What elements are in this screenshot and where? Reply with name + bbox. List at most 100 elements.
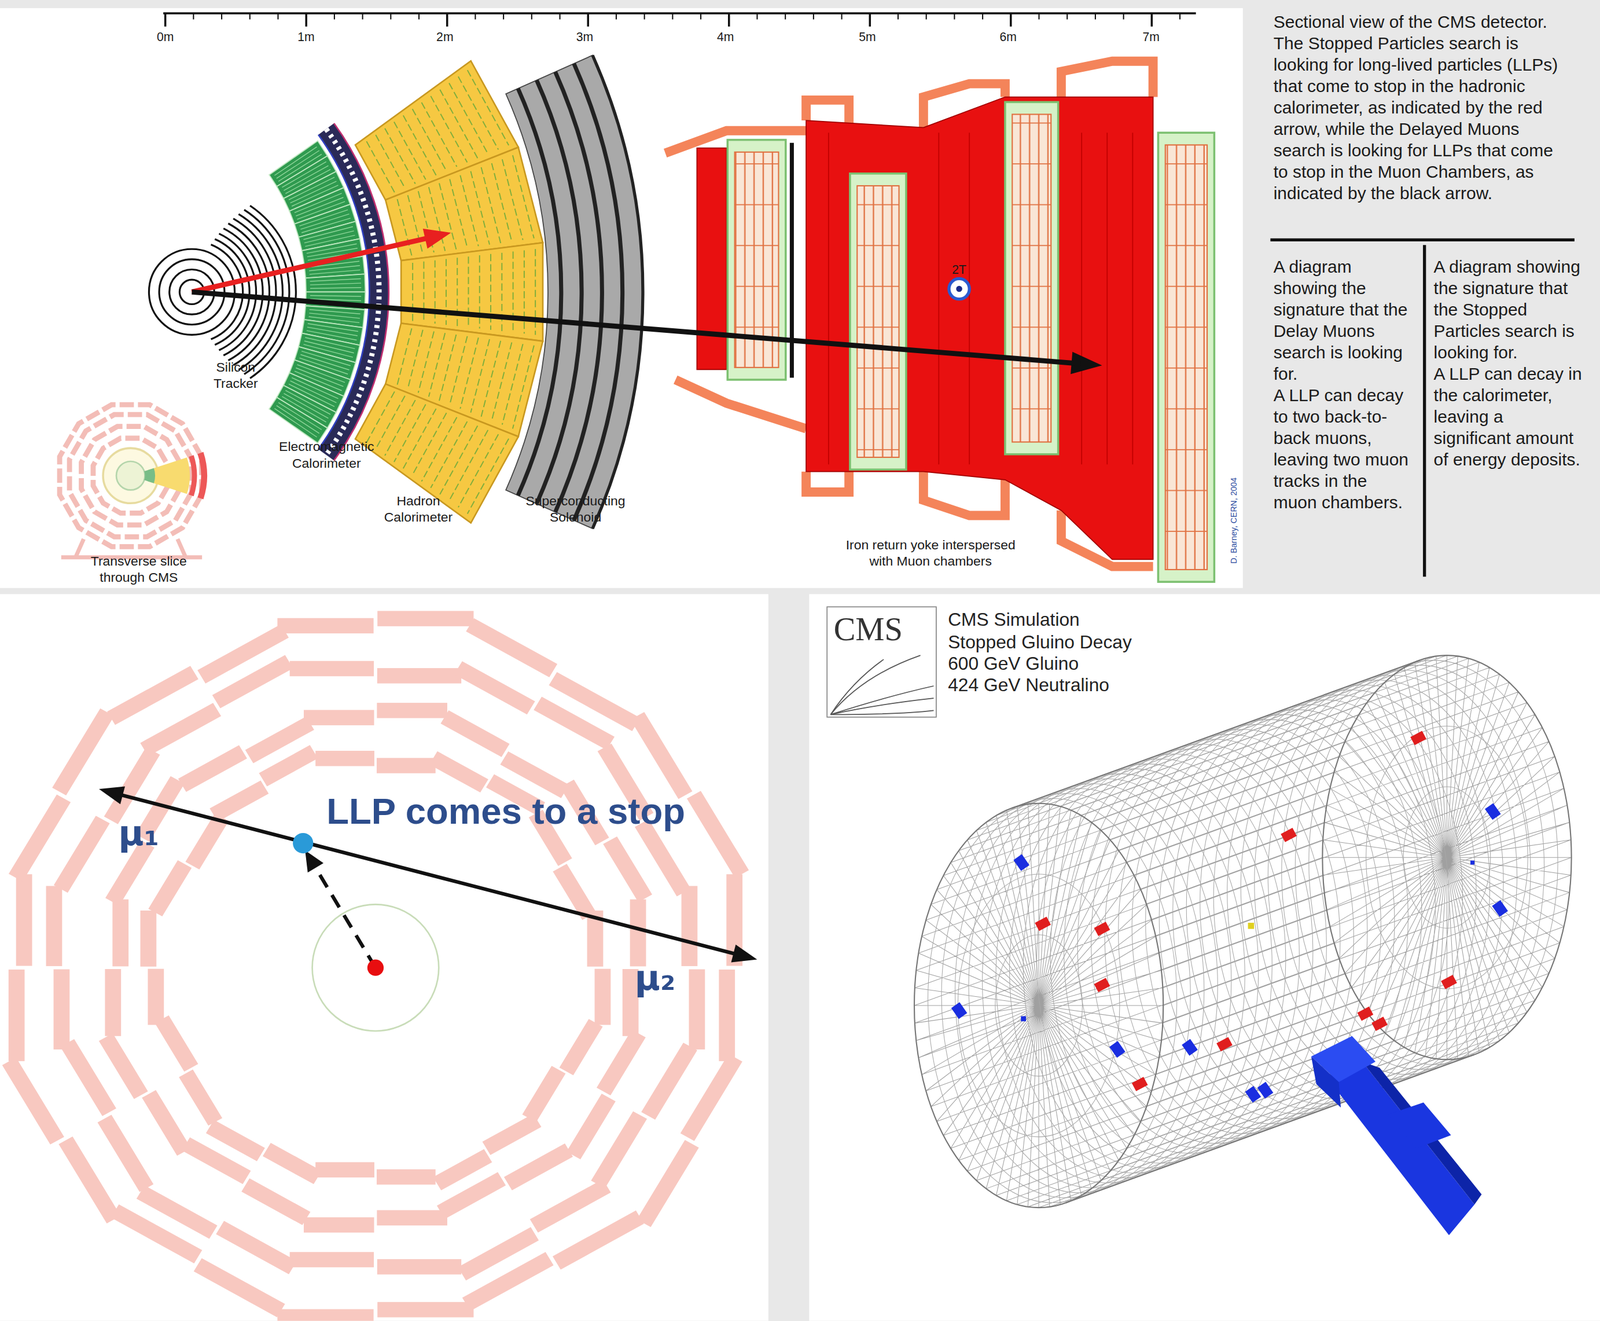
wireframe-ring [1036, 758, 1286, 1163]
simulation-label: 600 GeV Gluino [947, 653, 1079, 675]
scale-tick [164, 13, 167, 27]
wireframe-ring [941, 793, 1191, 1198]
hcal-absorber [512, 155, 535, 239]
energy-deposit [1371, 1016, 1388, 1031]
scale-tick [277, 13, 279, 20]
scale-tick [813, 13, 815, 20]
yoke-slab [806, 97, 1154, 560]
energy-deposit [1491, 899, 1508, 917]
credit-label: D. Barney, CERN, 2004 [1229, 464, 1241, 577]
black-arrow [192, 291, 1081, 364]
ecal-crystal [309, 309, 361, 314]
scale-bar [163, 13, 1197, 27]
solenoid-coil [592, 55, 643, 529]
muon-station [718, 969, 735, 1061]
wireframe-ring [982, 778, 1232, 1183]
scale-tick [1179, 13, 1181, 20]
hcal-absorber [366, 391, 395, 443]
field-symbol [949, 278, 970, 299]
energy-deposit [1034, 916, 1051, 931]
wireframe-ring [955, 788, 1205, 1193]
top-panel [0, 8, 1243, 588]
muon-station [136, 1185, 218, 1239]
muon-station [97, 1114, 154, 1192]
scale-label: 0m [144, 29, 186, 44]
energy-deposit [1257, 1081, 1274, 1099]
hcal-absorber [407, 195, 424, 255]
wireframe-ring [1281, 670, 1531, 1074]
scale-tick [221, 13, 223, 20]
scale-tick [1009, 13, 1013, 27]
muon-station [107, 665, 199, 725]
tracker-layer [223, 228, 263, 356]
inset-ring [59, 404, 202, 547]
hcal [355, 60, 543, 523]
solenoid-body [505, 55, 643, 529]
wireframe-ring [1050, 753, 1300, 1158]
cms-cylinder [914, 655, 1572, 1235]
muon-station [241, 1178, 311, 1226]
yoke-frame [675, 379, 807, 429]
muon-station [482, 1113, 542, 1155]
muon-station [315, 1161, 375, 1177]
scale-tick [249, 13, 251, 20]
wireframe-ring [1091, 738, 1341, 1143]
energy-deposit [1470, 860, 1475, 865]
wireframe-ring [1077, 744, 1327, 1149]
endcap-ring [957, 873, 1120, 1137]
energy-deposit [1484, 802, 1502, 820]
caption-text: A diagram showing the signature that the… [1273, 256, 1411, 385]
tracker-layer [227, 223, 270, 361]
field-symbol-dot [955, 285, 963, 293]
muon-station [98, 1032, 149, 1099]
hcal-absorber [502, 343, 524, 425]
muon-station [504, 1142, 573, 1190]
muon-station [262, 1142, 322, 1184]
hcal-absorber [470, 171, 490, 245]
muon-station [258, 744, 318, 786]
muon-station [681, 885, 698, 966]
muon-station [559, 1018, 603, 1075]
hcal-absorber [412, 412, 447, 475]
part-label: Transverse slice through CMS [77, 553, 201, 586]
muon-station [566, 1093, 616, 1159]
muon-station [206, 1119, 266, 1161]
hcal-absorber [467, 70, 509, 146]
muon-station [377, 1301, 474, 1317]
muon-station [630, 711, 693, 799]
stopped-llp-dot [292, 832, 314, 853]
wireframe-ring [1322, 655, 1572, 1059]
muon-station [377, 667, 462, 683]
hcal-absorber [491, 341, 513, 421]
scale-tick [953, 13, 955, 20]
yoke-layer [1131, 132, 1134, 465]
scale-tick [756, 13, 758, 20]
hcal-absorber [449, 429, 488, 501]
endcap-ring [1366, 725, 1529, 989]
solenoid-coil [555, 71, 603, 512]
muon-station [376, 1168, 436, 1184]
scale-tick [531, 13, 533, 20]
yoke-frame [1061, 61, 1154, 98]
hcal-absorber [407, 329, 424, 389]
wireframe-ring [1131, 723, 1381, 1128]
muon-station [552, 1209, 645, 1270]
wireframe-ring [1213, 694, 1463, 1099]
hcal-absorber [375, 134, 406, 189]
wireframe-ring [1023, 763, 1272, 1168]
muon-station [641, 1042, 698, 1120]
llp-path [312, 862, 376, 968]
yoke-layer [968, 132, 970, 465]
scale-tick [1038, 13, 1040, 20]
ecal-crystal [301, 351, 351, 366]
red-arrow [192, 236, 434, 292]
muon-chamber-cells [1165, 144, 1208, 570]
muon-station [193, 1257, 286, 1317]
scale-label: 1m [285, 29, 327, 44]
hcal-absorber [403, 115, 437, 175]
scale-label: 6m [987, 29, 1029, 44]
scale-tick [925, 13, 928, 20]
scale-tick [784, 13, 786, 20]
energy-deposit [1094, 921, 1111, 936]
